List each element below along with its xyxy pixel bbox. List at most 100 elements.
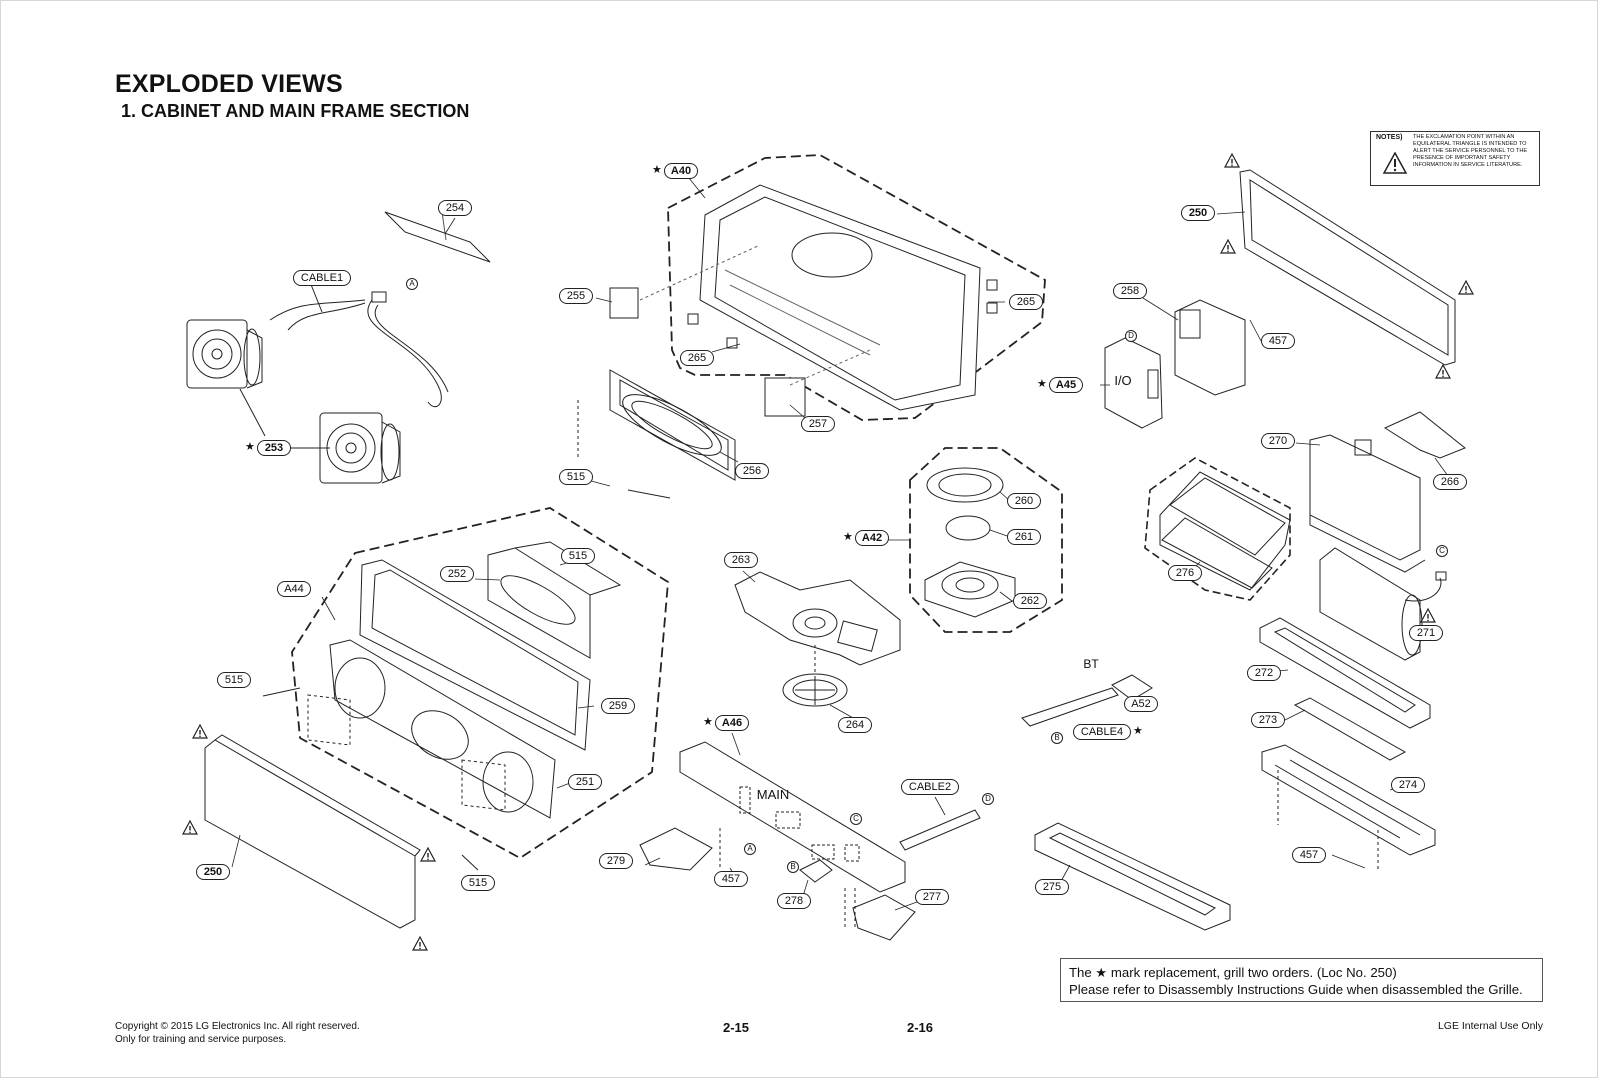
part-253-speaker-lower bbox=[319, 412, 401, 484]
part-266-pad bbox=[1383, 411, 1466, 459]
callout-c258: 258 bbox=[1113, 283, 1147, 299]
callout-a45: A45 bbox=[1049, 377, 1083, 393]
callout-c250b: 250 bbox=[1181, 205, 1215, 221]
callout-c279: 279 bbox=[599, 853, 633, 869]
cable4-flex bbox=[1021, 687, 1119, 727]
notes-label: NOTES) bbox=[1376, 134, 1403, 141]
callout-c260: 260 bbox=[1007, 493, 1041, 509]
callout-cable1: CABLE1 bbox=[293, 270, 351, 286]
a40-boundary bbox=[667, 154, 1046, 421]
callout-c270: 270 bbox=[1261, 433, 1295, 449]
part-253-speaker-upper bbox=[186, 319, 263, 389]
callout-c271: 271 bbox=[1409, 625, 1443, 641]
part-277-shield bbox=[852, 894, 916, 941]
part-259-gasket bbox=[359, 559, 591, 751]
star-mark-icon: ★ bbox=[1037, 378, 1047, 390]
callout-a40: A40 bbox=[664, 163, 698, 179]
star-note-line2: Please refer to Disassembly Instructions… bbox=[1069, 982, 1523, 997]
callout-c251: 251 bbox=[568, 774, 602, 790]
part-265-pad-c bbox=[687, 313, 699, 325]
callout-c274: 274 bbox=[1391, 777, 1425, 793]
connector-marker-a2: A bbox=[744, 843, 756, 855]
connector-marker-c2: C bbox=[850, 813, 862, 825]
cable1-connector bbox=[371, 291, 387, 303]
cable2-flex bbox=[899, 809, 981, 851]
callout-c275: 275 bbox=[1035, 879, 1069, 895]
part-276-boundary bbox=[1144, 457, 1291, 601]
part-263-bracket bbox=[734, 571, 901, 666]
part-256-passive-radiator bbox=[609, 369, 736, 481]
part-261-disc bbox=[945, 515, 991, 541]
a52-bt-module bbox=[1111, 674, 1153, 701]
callout-c515c: 515 bbox=[217, 672, 251, 688]
star-mark-note: The ★ mark replacement, grill two orders… bbox=[1060, 958, 1543, 1002]
part-271-battery bbox=[1319, 547, 1447, 661]
part-265-pad-b bbox=[986, 302, 998, 314]
a42-boundary bbox=[909, 447, 1063, 633]
part-260-ring bbox=[926, 467, 1004, 503]
page-number-left: 2-15 bbox=[723, 1020, 750, 1035]
connector-marker-c: C bbox=[1436, 545, 1448, 557]
warning-triangle-icon bbox=[1383, 152, 1407, 174]
star-mark-icon: ★ bbox=[1133, 725, 1143, 737]
part-265-pad-a bbox=[986, 279, 998, 291]
internal-use-label: LGE Internal Use Only bbox=[1437, 1020, 1543, 1032]
page-title: EXPLODED VIEWS bbox=[115, 70, 343, 98]
part-257-pad bbox=[764, 377, 806, 417]
callout-a52: A52 bbox=[1124, 696, 1158, 712]
part-258-bracket bbox=[1174, 299, 1246, 396]
part-270-holder bbox=[1309, 434, 1426, 573]
callout-c273: 273 bbox=[1251, 712, 1285, 728]
star-mark-icon: ★ bbox=[703, 716, 713, 728]
board-label-io: I/O bbox=[1114, 373, 1132, 388]
connector-marker-b2: B bbox=[787, 861, 799, 873]
connector-marker-d2: D bbox=[982, 793, 994, 805]
callout-cable2: CABLE2 bbox=[901, 779, 959, 795]
callout-c255: 255 bbox=[559, 288, 593, 304]
callout-c515b: 515 bbox=[561, 548, 595, 564]
callout-c262: 262 bbox=[1013, 593, 1047, 609]
connector-marker-a: A bbox=[406, 278, 418, 290]
part-279-shield bbox=[639, 827, 713, 871]
callout-c264: 264 bbox=[838, 717, 872, 733]
callout-c457b: 457 bbox=[1261, 333, 1295, 349]
section-subtitle: 1. CABINET AND MAIN FRAME SECTION bbox=[121, 101, 470, 121]
callout-c253: 253 bbox=[257, 440, 291, 456]
part-250-grille-right bbox=[1239, 169, 1456, 366]
board-label-main: MAIN bbox=[756, 787, 790, 802]
purpose-text: Only for training and service purposes. bbox=[115, 1034, 287, 1045]
board-label-bt: BT bbox=[1083, 657, 1099, 671]
part-262-plate bbox=[924, 561, 1016, 618]
page-number-right: 2-16 bbox=[907, 1020, 934, 1035]
part-278-pad bbox=[799, 859, 833, 883]
part-276-frame bbox=[1159, 471, 1291, 591]
part-250-grille-left bbox=[204, 734, 421, 929]
part-251-baffle bbox=[329, 639, 556, 819]
callout-c252: 252 bbox=[440, 566, 474, 582]
callout-c272: 272 bbox=[1247, 665, 1281, 681]
cable1-wires bbox=[269, 299, 449, 408]
callout-c263: 263 bbox=[724, 552, 758, 568]
star-mark-icon: ★ bbox=[245, 441, 255, 453]
connector-marker-d: D bbox=[1125, 330, 1137, 342]
notes-text: THE EXCLAMATION POINT WITHIN AN EQUILATE… bbox=[1413, 134, 1528, 168]
a44-boundary bbox=[291, 507, 669, 860]
star-mark-icon: ★ bbox=[652, 164, 662, 176]
callout-cable4: CABLE4 bbox=[1073, 724, 1131, 740]
callout-c515d: 515 bbox=[461, 875, 495, 891]
callout-c257: 257 bbox=[801, 416, 835, 432]
footer-copyright: Copyright © 2015 LG Electronics Inc. All… bbox=[115, 1020, 360, 1046]
callout-a44: A44 bbox=[277, 581, 311, 597]
callout-c457a: 457 bbox=[714, 871, 748, 887]
callout-c457c: 457 bbox=[1292, 847, 1326, 863]
part-273-sheet bbox=[1293, 697, 1407, 761]
callout-c259: 259 bbox=[601, 698, 635, 714]
part-274-base bbox=[1261, 744, 1436, 856]
star-mark-icon: ★ bbox=[843, 531, 853, 543]
callout-c265b: 265 bbox=[680, 350, 714, 366]
part-254-tape bbox=[384, 211, 491, 263]
callout-c261: 261 bbox=[1007, 529, 1041, 545]
part-272-sheet bbox=[1259, 617, 1431, 729]
